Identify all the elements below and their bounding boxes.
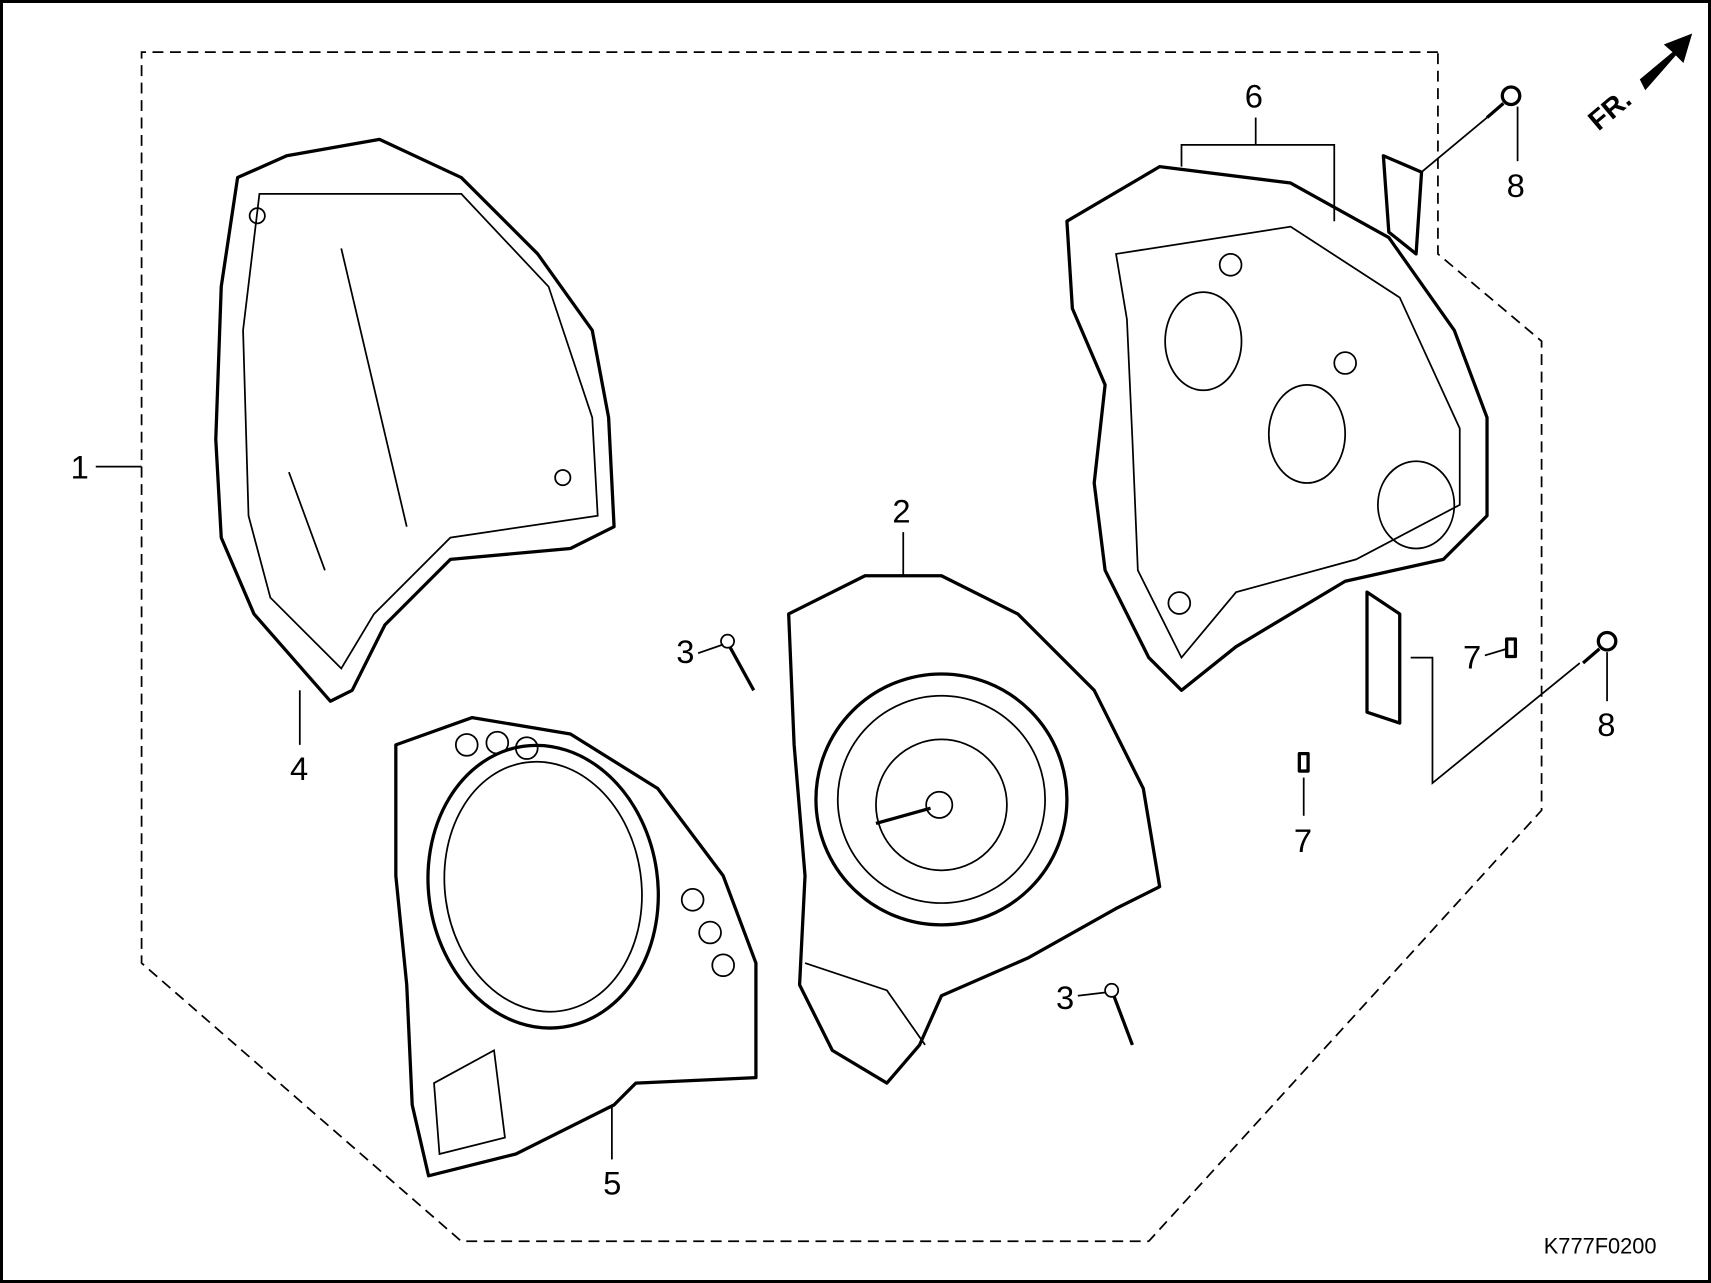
part-2-meter-assembly xyxy=(787,574,1162,1085)
callout-8-bottom: 8 xyxy=(1597,706,1615,743)
fr-label: FR. xyxy=(1582,83,1638,137)
callout-2: 2 xyxy=(892,492,910,529)
figure-code: K777F0200 xyxy=(1544,1233,1657,1258)
screw-8-top xyxy=(1485,85,1522,119)
callout-7-bottom: 7 xyxy=(1294,822,1312,859)
callout-4: 4 xyxy=(290,750,308,787)
callout-3-left: 3 xyxy=(676,633,694,670)
callout-7-right: 7 xyxy=(1463,639,1481,676)
screw-3-left xyxy=(720,633,756,692)
part-6-meter-case xyxy=(1065,154,1489,725)
callout-6: 6 xyxy=(1245,78,1263,115)
assembly-boundary xyxy=(140,51,1543,1243)
screw-8-bottom xyxy=(1581,630,1618,665)
part-4-meter-cover xyxy=(214,137,616,703)
bulb-7-bottom xyxy=(1297,751,1310,773)
diagram-canvas: 1 2 3 3 4 5 6 7 7 8 8 FR. K777F0200 xyxy=(71,33,1693,1258)
screw-3-bottom xyxy=(1104,982,1134,1046)
callout-1: 1 xyxy=(71,449,89,486)
callout-8-top: 8 xyxy=(1507,167,1525,204)
callout-5: 5 xyxy=(603,1164,621,1201)
bulb-7-right xyxy=(1505,637,1518,659)
front-direction-marker: FR. xyxy=(1582,33,1693,137)
part-5-meter-panel xyxy=(394,715,758,1178)
callout-3-bottom: 3 xyxy=(1056,979,1074,1016)
front-arrow-icon xyxy=(1639,33,1693,91)
